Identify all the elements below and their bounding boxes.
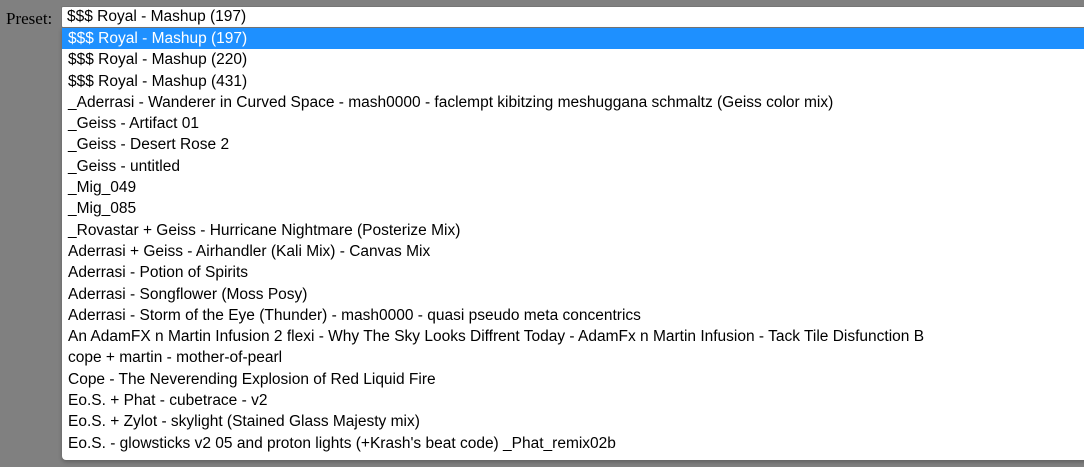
preset-option[interactable]: _Aderrasi - Wanderer in Curved Space - m… (68, 93, 834, 111)
preset-option[interactable]: _Geiss - Desert Rose 2 (68, 136, 230, 154)
preset-option[interactable]: Eo.S. + Phat - cubetrace - v2 (68, 392, 268, 410)
preset-option[interactable]: $$$ Royal - Mashup (431) (68, 72, 248, 90)
preset-option[interactable]: Aderrasi + Geiss - Airhandler (Kali Mix)… (68, 242, 431, 260)
preset-dropdown-list: $$$ Royal - Mashup (197) $$$ Royal - Mas… (62, 28, 1084, 460)
preset-option[interactable]: Cope - The Neverending Explosion of Red … (68, 370, 436, 388)
preset-option[interactable]: Aderrasi - Storm of the Eye (Thunder) - … (68, 306, 641, 324)
preset-option[interactable]: _Mig_049 (68, 179, 137, 197)
preset-option[interactable]: Aderrasi - Songflower (Moss Posy) (68, 285, 308, 303)
preset-option[interactable]: $$$ Royal - Mashup (220) (68, 51, 248, 69)
preset-label: Preset: (6, 9, 53, 28)
preset-option[interactable]: _Geiss - untitled (68, 157, 180, 175)
preset-option[interactable]: $$$ Royal - Mashup (197) (62, 28, 1084, 50)
preset-option[interactable]: _Geiss - Artifact 01 (68, 115, 199, 133)
preset-option[interactable]: cope + martin - mother-of-pearl (68, 349, 283, 367)
preset-option[interactable]: Eo.S. - glowsticks v2 05 and proton ligh… (68, 434, 616, 452)
preset-option[interactable]: An AdamFX n Martin Infusion 2 flexi - Wh… (68, 328, 925, 346)
preset-option[interactable]: Aderrasi - Potion of Spirits (68, 264, 249, 282)
preset-option[interactable]: _Rovastar + Geiss - Hurricane Nightmare … (68, 221, 461, 239)
preset-option[interactable]: _Mig_085 (68, 200, 137, 218)
preset-select[interactable]: $$$ Royal - Mashup (197) (61, 6, 1084, 28)
preset-option[interactable]: Eo.S. + Zylot - skylight (Stained Glass … (68, 413, 420, 431)
